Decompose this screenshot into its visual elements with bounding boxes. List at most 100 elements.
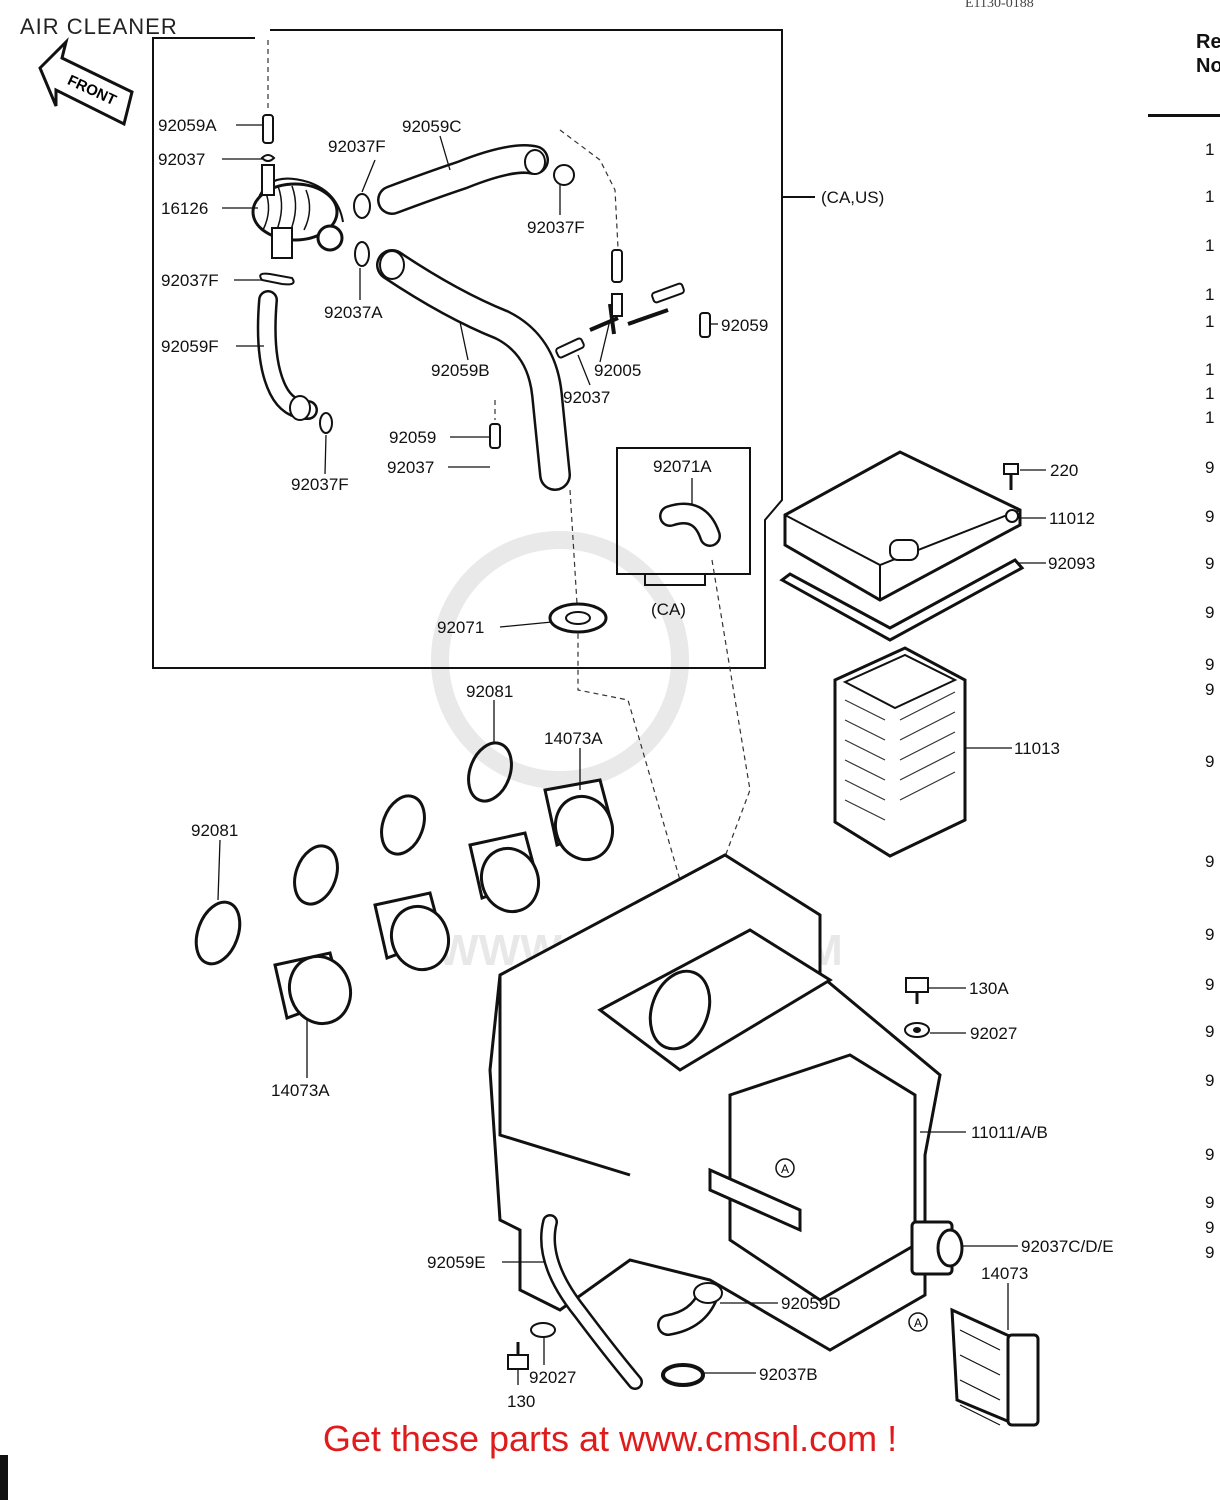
ref-column-item: 9 — [1205, 458, 1215, 477]
label-92037-mid: 92037 — [563, 388, 610, 407]
ref-column-item: 9 — [1205, 655, 1215, 674]
label-11013: 11013 — [1014, 739, 1060, 758]
label-92037A: 92037A — [324, 303, 383, 322]
ref-column-item: 1 — [1205, 187, 1215, 206]
ref-column-item: 9 — [1205, 1145, 1215, 1164]
clip-92037F-right-icon — [553, 164, 575, 186]
grommet-92071-icon — [548, 602, 608, 634]
label-92059-center: 92059 — [389, 428, 436, 447]
ref-column-item: 1 — [1205, 285, 1215, 304]
label-92059F: 92059F — [161, 337, 219, 356]
ref-column-item: 1 — [1205, 408, 1215, 427]
bolt-220-icon — [1003, 463, 1019, 490]
circle-a-2-icon: A — [908, 1312, 928, 1332]
leader-lines — [217, 124, 1046, 1385]
label-92037-center: 92037 — [387, 458, 434, 477]
label-92081-center: 92081 — [466, 682, 513, 701]
ref-column-item: 1 — [1205, 312, 1215, 331]
label-14073: 14073 — [981, 1264, 1028, 1283]
label-11011: 11011/A/B — [971, 1123, 1048, 1142]
label-92071A: 92071A — [653, 457, 712, 476]
label-92027-bottom: 92027 — [529, 1368, 576, 1387]
front-arrow-icon: FRONT — [38, 37, 134, 127]
hose-92071A-icon — [659, 502, 721, 547]
label-92037F-left: 92037F — [161, 271, 219, 290]
hose-92059-vertical-icon — [489, 249, 711, 449]
label-92059C: 92059C — [402, 117, 462, 136]
label-92059B: 92059B — [431, 361, 490, 380]
duct-14073A-icon — [273, 778, 614, 1026]
ref-column-item: 9 — [1205, 752, 1215, 771]
label-92071: 92071 — [437, 618, 484, 637]
ref-column-item: 9 — [1205, 680, 1215, 699]
clip-92037F-left-icon — [259, 272, 295, 286]
ref-column-item: 1 — [1205, 236, 1215, 255]
element-11013-icon — [833, 646, 967, 858]
hose-92059F-icon — [256, 290, 318, 421]
circle-a-2-letter: A — [914, 1316, 922, 1330]
ref-column-item: 9 — [1205, 1193, 1215, 1212]
label-92037F-bottom: 92037F — [291, 475, 349, 494]
duct-14073-icon — [950, 1307, 1040, 1427]
washer-92027-right-icon — [904, 1022, 930, 1038]
ref-column-item: 1 — [1205, 360, 1215, 379]
ref-column-item: 9 — [1205, 1243, 1215, 1262]
ref-column-item: 1 — [1205, 384, 1215, 403]
cover-11012-icon — [783, 450, 1022, 602]
ca-box — [616, 447, 751, 586]
label-92059E: 92059E — [427, 1253, 486, 1272]
clip-92037F-bottom-icon — [319, 412, 333, 434]
label-92037F-right: 92037F — [527, 218, 585, 237]
label-130: 130 — [507, 1392, 535, 1411]
ref-column-item: 9 — [1205, 1218, 1215, 1237]
hose-92059C-icon — [377, 144, 549, 215]
ref-column-item: 9 — [1205, 1071, 1215, 1090]
label-92081-left: 92081 — [191, 821, 238, 840]
clamp-92037B-icon — [661, 1363, 705, 1387]
label-92059-right: 92059 — [721, 316, 768, 335]
label-130A: 130A — [969, 979, 1009, 998]
gasket-92093-icon — [779, 558, 1025, 642]
ref-column-item: 9 — [1205, 554, 1215, 573]
label-220: 220 — [1050, 461, 1078, 480]
clip-92037-top-icon — [260, 154, 276, 162]
bolt-130A-icon — [905, 977, 929, 1004]
ref-column-item: 1 — [1205, 140, 1215, 159]
label-92093: 92093 — [1048, 554, 1095, 573]
label-92059A: 92059A — [158, 116, 217, 135]
circle-a-1-letter: A — [781, 1162, 789, 1176]
ref-column-rule — [1148, 114, 1220, 117]
label-92005: 92005 — [594, 361, 641, 380]
gasket-92081-left-icon — [194, 900, 242, 966]
left-edge-mark — [0, 1455, 8, 1500]
clip-92037F-mid-icon — [353, 193, 371, 219]
label-ca: (CA) — [651, 600, 686, 619]
hose-92059A-icon — [262, 114, 274, 144]
page-title: AIR CLEANER — [20, 14, 178, 39]
label-14073A-left: 14073A — [271, 1081, 330, 1100]
air-valve-16126-icon — [251, 164, 344, 259]
label-92059D: 92059D — [781, 1294, 841, 1313]
gasket-92081-center-icon — [293, 741, 513, 906]
ref-column-header: Re No — [1196, 31, 1220, 77]
bolt-130-icon — [507, 1342, 529, 1370]
ref-column-item: 9 — [1205, 1022, 1215, 1041]
hose-92059B-icon — [376, 249, 571, 491]
label-92037F-mid: 92037F — [328, 137, 386, 156]
label-14073A-center: 14073A — [544, 729, 603, 748]
label-92037B: 92037B — [759, 1365, 818, 1384]
label-92027-right: 92027 — [970, 1024, 1017, 1043]
ref-column-item: 9 — [1205, 507, 1215, 526]
clip-92037A-icon — [354, 241, 370, 267]
label-16126: 16126 — [161, 199, 208, 218]
drawing-code: E1130-0188 — [965, 0, 1034, 11]
air-box-11011-icon — [488, 853, 942, 1352]
footer-link-text[interactable]: Get these parts at www.cmsnl.com ! — [322, 1418, 898, 1459]
tee-92005-icon — [589, 293, 669, 335]
label-11012: 11012 — [1049, 509, 1095, 528]
hose-92059E-icon — [540, 1214, 643, 1390]
ref-column-item: 9 — [1205, 852, 1215, 871]
hose-92059D-icon — [657, 1282, 723, 1336]
washer-92027-bottom-icon — [530, 1322, 556, 1338]
